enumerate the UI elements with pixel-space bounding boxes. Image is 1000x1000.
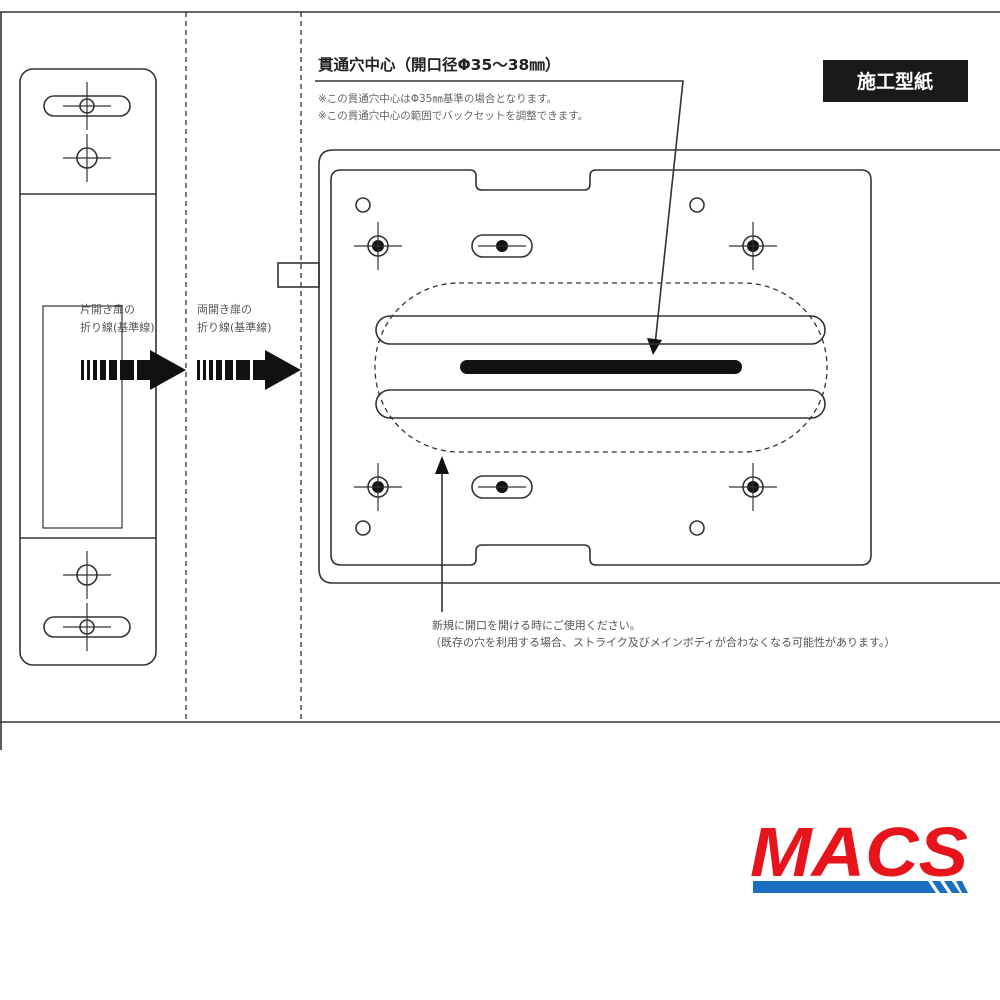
double-door-arrow-icon <box>197 350 301 390</box>
new-opening-note-2: （既存の穴を利用する場合、ストライク及びメインボディが合わなくなる可能性がありま… <box>430 635 895 649</box>
center-note-2: ※この貫通穴中心の範囲でバックセットを調整できます。 <box>318 109 588 122</box>
macs-logo: MACS <box>750 813 968 893</box>
screw-hole <box>353 462 403 512</box>
new-opening-pointer-arrow <box>435 456 449 612</box>
pin-hole <box>355 197 371 213</box>
screw-hole-top <box>63 134 111 182</box>
single-door-label-1: 片開き扉の <box>80 303 135 316</box>
through-hole-center-bar <box>460 360 742 374</box>
screw-hole <box>354 222 402 270</box>
center-hole-title: 貫通穴中心（開口径Φ35〜38㎜） <box>318 55 560 74</box>
logo-text: MACS <box>750 813 968 891</box>
new-opening-note-1: 新規に開口を開ける時にご使用ください。 <box>432 618 641 632</box>
pin-hole <box>355 520 371 536</box>
single-door-arrow-icon <box>81 350 186 390</box>
center-note-1: ※この貫通穴中心はΦ35㎜基準の場合となります。 <box>318 92 557 105</box>
double-door-label-2: 折り線(基準線) <box>197 320 272 334</box>
main-body-plate <box>277 149 1000 584</box>
long-slot-upper <box>375 315 826 345</box>
slot-hole <box>471 475 533 499</box>
slot-hole-top <box>43 82 131 130</box>
pin-hole <box>689 197 705 213</box>
single-door-label-2: 折り線(基準線) <box>80 320 155 334</box>
slot-hole-bottom <box>43 603 131 651</box>
pin-hole <box>689 520 705 536</box>
badge-label: 施工型紙 <box>857 70 933 93</box>
through-hole-range <box>374 282 828 453</box>
screw-hole <box>728 462 778 512</box>
screw-hole-bottom <box>63 551 111 599</box>
screw-hole <box>728 221 778 271</box>
badge: 施工型紙 <box>823 60 968 102</box>
long-slot-lower <box>375 389 826 419</box>
center-pointer-arrow <box>315 80 684 355</box>
strike-plate <box>19 68 157 666</box>
template-frame <box>0 11 1000 750</box>
double-door-label-1: 両開き扉の <box>197 303 252 316</box>
slot-hole <box>471 234 533 258</box>
